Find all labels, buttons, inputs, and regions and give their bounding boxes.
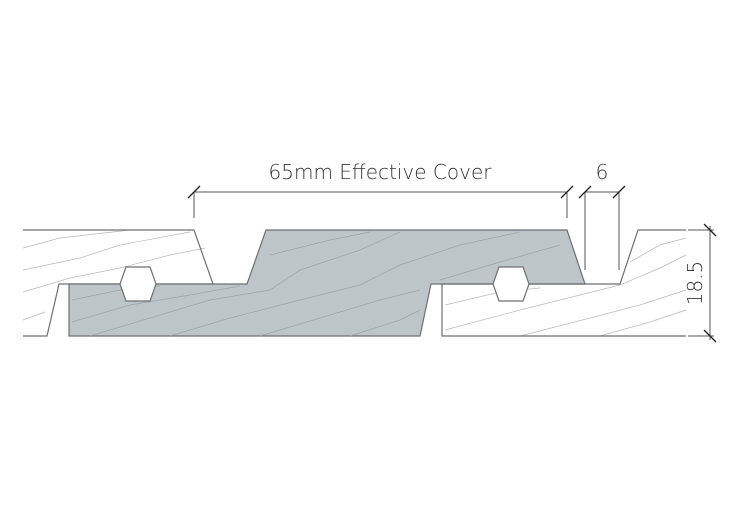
thickness-label: 18.5 [683,261,707,306]
thickness-dimension [688,223,717,343]
gap-label: 6 [596,160,609,184]
left-hex-seal [119,266,157,302]
right-hex-seal [492,266,530,302]
effective-cover-label: 65mm Effective Cover [269,160,493,184]
gap-dimension [578,185,626,270]
effective-cover-dimension [187,185,574,218]
